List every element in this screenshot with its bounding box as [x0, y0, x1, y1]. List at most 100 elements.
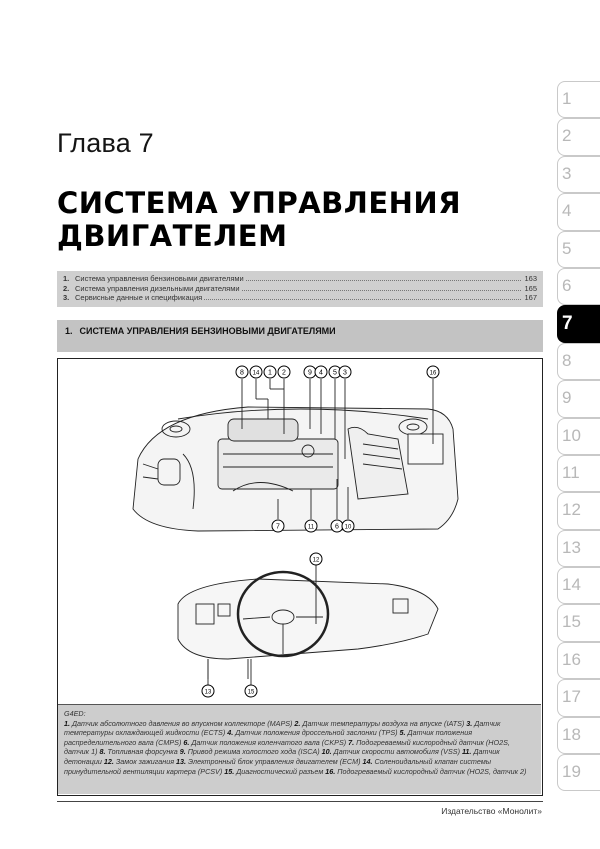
diagram-area: 8 14 1 2 9 4 5 3 16 7 11 6 10 12 13 15: [58, 359, 541, 704]
chapter-tab-16[interactable]: 16: [557, 641, 600, 680]
caption-number: 6.: [183, 737, 190, 747]
callout-label: 2: [282, 370, 286, 377]
chapter-tab-8[interactable]: 8: [557, 342, 600, 381]
chapter-tab-12[interactable]: 12: [557, 492, 600, 530]
section-number: 1.: [65, 326, 73, 336]
toc-text: Система управления бензиновыми двигателя…: [75, 274, 244, 283]
caption-number: 13.: [176, 756, 187, 766]
callout-label: 9: [308, 370, 312, 377]
caption-text: Датчик положения коленчатого вала (CKPS): [191, 737, 347, 747]
chapter-tab-18[interactable]: 18: [557, 716, 600, 755]
caption-text: Топливная форсунка: [107, 747, 178, 757]
chapter-tab-1[interactable]: 1: [557, 81, 600, 119]
chapter-tab-11[interactable]: 11: [557, 454, 600, 493]
caption-number: 11.: [461, 747, 472, 757]
chapter-tab-4[interactable]: 4: [557, 193, 600, 231]
caption-item: 1. Датчик абсолютного давления во впускн…: [64, 719, 292, 728]
section-title: СИСТЕМА УПРАВЛЕНИЯ БЕНЗИНОВЫМИ ДВИГАТЕЛЯ…: [79, 326, 336, 336]
caption-text: Замок зажигания: [115, 756, 175, 766]
caption-item: 13. Электронный блок управления двигател…: [176, 757, 360, 766]
toc-leader: [245, 280, 521, 281]
caption-item: 6. Датчик положения коленчатого вала (CK…: [183, 738, 346, 747]
chapter-title: СИСТЕМА УПРАВЛЕНИЯ ДВИГАТЕЛЕМ: [57, 186, 462, 253]
toc-text: Система управления дизельными двигателям…: [75, 283, 240, 293]
chapter-tab-19[interactable]: 19: [557, 754, 600, 792]
caption-item: 12. Замок зажигания: [104, 757, 174, 766]
caption-number: 3.: [466, 718, 473, 728]
caption-text: Датчик температуры охлаждающей жидкости …: [64, 718, 501, 738]
chapter-tab-7-active[interactable]: 7: [557, 305, 600, 343]
toc-item[interactable]: 3. Сервисные данные и спецификация 167: [63, 293, 537, 303]
caption-number: 4.: [227, 728, 234, 738]
figure-caption: G4ED: 1. Датчик абсолютного давления во …: [58, 704, 541, 794]
toc-number: 2.: [63, 283, 70, 293]
caption-text: Соленоидальный клапан системы принудител…: [64, 756, 492, 776]
caption-item: 14. Соленоидальный клапан системы принуд…: [64, 757, 491, 776]
caption-text: Датчик положения дроссельной заслонки (T…: [235, 728, 398, 738]
toc-text: Сервисные данные и спецификация: [75, 293, 203, 302]
figure: 8 14 1 2 9 4 5 3 16 7 11 6 10 12 13 15 G…: [57, 358, 543, 796]
section-heading: 1. СИСТЕМА УПРАВЛЕНИЯ БЕНЗИНОВЫМИ ДВИГАТЕ…: [57, 320, 543, 352]
caption-item: 8. Топливная форсунка: [99, 747, 177, 756]
caption-item: 10. Датчик скорости автомобиля (VSS): [322, 747, 460, 756]
caption-item: 4. Датчик положения дроссельной заслонки…: [227, 728, 397, 737]
caption-text: Подогреваемый кислородный датчик (HO2S, …: [64, 737, 510, 757]
caption-item: 2. Датчик температуры воздуха на впуске …: [294, 719, 464, 728]
chapter-tab-5[interactable]: 5: [557, 230, 600, 268]
chapter-tab-14[interactable]: 14: [557, 567, 600, 605]
toc-number: 1.: [63, 274, 70, 283]
callout-label: 14: [253, 371, 260, 377]
callout-label: 6: [335, 524, 339, 531]
caption-item: 15. Диагностический разъем: [224, 767, 323, 776]
toc-page: 163: [524, 274, 537, 283]
chapter-tab-17[interactable]: 17: [557, 679, 600, 717]
caption-item: 7. Подогреваемый кислородный датчик (HO2…: [64, 738, 510, 757]
callout-label: 16: [430, 371, 437, 377]
chapter-tabs: 1 2 3 4 5 6 7 8 9 10 11 12 13 14 15 16 1…: [557, 81, 600, 792]
caption-number: 8.: [99, 747, 106, 757]
callout-label: 4: [319, 370, 323, 377]
caption-text: Привод режима холостого хода (ISCA): [187, 747, 320, 757]
caption-item: 3. Датчик температуры охлаждающей жидкос…: [64, 719, 500, 738]
caption-text: Датчик температуры воздуха на впуске (IA…: [302, 718, 465, 728]
caption-text: Датчик детонации: [64, 747, 500, 766]
caption-number: 9.: [179, 747, 186, 757]
callout-label: 8: [240, 370, 244, 377]
publisher-label: Издательство «Монолит»: [441, 806, 542, 816]
caption-number: 10.: [321, 747, 332, 757]
callout-label: 7: [276, 524, 280, 531]
table-of-contents: 1. Система управления бензиновыми двигат…: [57, 271, 543, 307]
caption-number: 1.: [64, 718, 70, 728]
toc-item[interactable]: 2. Система управления дизельными двигате…: [63, 284, 537, 294]
callout-label: 10: [345, 525, 352, 531]
caption-text: Датчик абсолютного давления во впускном …: [72, 718, 293, 728]
callout-label: 13: [205, 690, 212, 696]
caption-number: 7.: [348, 737, 355, 747]
caption-text: Диагностический разъем: [236, 766, 324, 776]
callout-label: 11: [308, 525, 315, 531]
chapter-tab-13[interactable]: 13: [557, 529, 600, 568]
callout-label: 3: [343, 370, 347, 377]
chapter-tab-3[interactable]: 3: [557, 155, 600, 194]
caption-text: Датчик скорости автомобиля (VSS): [333, 747, 460, 757]
caption-number: 16.: [325, 766, 336, 776]
caption-text: Электронный блок управления двигателем (…: [188, 756, 361, 766]
caption-number: 5.: [399, 728, 406, 738]
caption-item: 5. Датчик положения распределительного в…: [64, 728, 472, 747]
caption-number: 15.: [224, 766, 235, 776]
toc-item[interactable]: 1. Система управления бензиновыми двигат…: [63, 274, 537, 284]
chapter-tab-9[interactable]: 9: [557, 380, 600, 418]
callout-label: 12: [313, 558, 320, 564]
chapter-tab-2[interactable]: 2: [557, 118, 600, 156]
chapter-tab-6[interactable]: 6: [557, 267, 600, 306]
toc-leader: [204, 299, 521, 300]
chapter-tab-15[interactable]: 15: [557, 604, 600, 642]
engine-model: G4ED:: [64, 709, 86, 718]
caption-item: 9. Привод режима холостого хода (ISCA): [180, 747, 320, 756]
callout-label: 5: [333, 370, 337, 377]
caption-number: 14.: [362, 756, 373, 766]
chapter-tab-10[interactable]: 10: [557, 417, 600, 455]
toc-page: 165: [524, 283, 537, 293]
toc-leader: [241, 289, 521, 291]
caption-text: Датчик положения распределительного вала…: [64, 728, 473, 747]
